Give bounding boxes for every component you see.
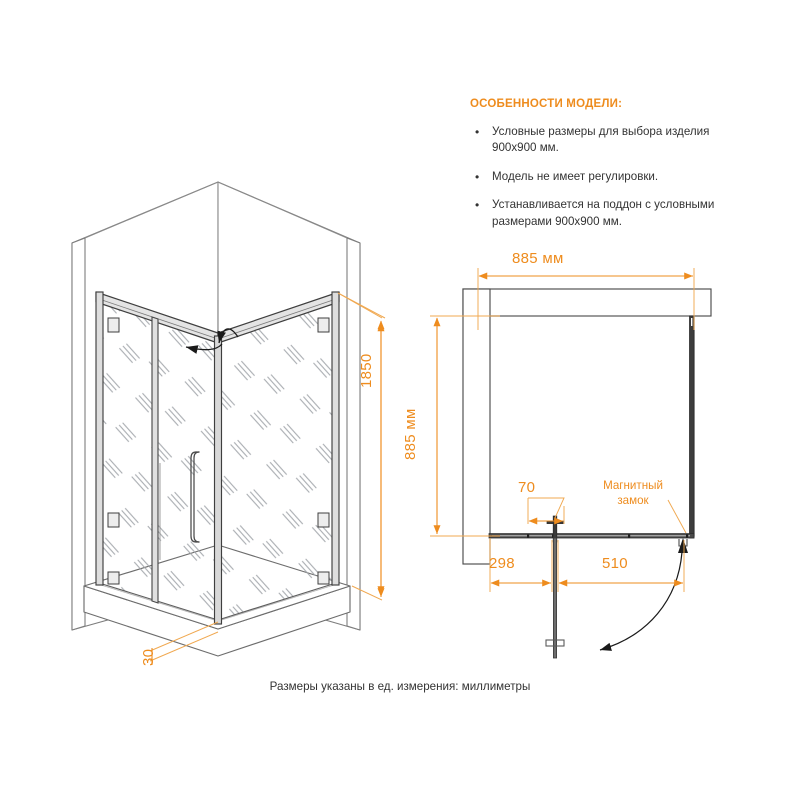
dimension-label-510: 510 [602,555,628,572]
hinge-icon [317,571,330,585]
plan-wall-left [462,288,491,565]
bullet-icon: • [475,198,480,213]
features-list: • Условные размеры для выбора изделия 90… [470,124,720,230]
isometric-enclosure-view [71,181,361,657]
bullet-icon: • [475,125,480,139]
feature-text: Модель не имеет регулировки. [492,169,659,183]
door-swing-arc-origin-arrow [678,538,688,553]
dimension-label-1850: 1850 [358,353,375,388]
plan-view [430,268,712,659]
hinge-icon [317,317,330,333]
hinge-group-left [107,317,120,585]
dimension-510 [557,540,685,592]
plan-door-leaf-open [553,537,558,659]
dimension-298 [489,538,553,592]
feature-item: • Устанавливается на поддон с условными … [470,197,720,230]
hinge-icon [107,512,120,528]
magnetic-lock-label-line1: Магнитный [603,479,663,492]
dimension-70 [527,497,565,525]
profile-left-jamb [95,291,104,586]
dimension-label-30: 30 [140,648,157,666]
features-title: ОСОБЕННОСТИ МОДЕЛИ: [470,98,623,110]
hinge-icon [107,317,120,333]
feature-text: Устанавливается на поддон с условными ра… [492,198,715,228]
dimension-label-298: 298 [489,555,515,572]
feature-text: Условные размеры для выбора изделия 900x… [492,125,710,155]
hinge-group-right [317,317,330,585]
plan-glass-right [689,315,695,539]
magnetic-lock-leader [667,499,687,534]
plan-door-handle [545,639,565,647]
units-caption: Размеры указаны в ед. измерения: миллиме… [269,680,531,693]
dimension-885-vertical [430,315,500,537]
hinge-icon [317,512,330,528]
hinge-icon [107,571,120,585]
features-panel: ОСОБЕННОСТИ МОДЕЛИ: • Условные размеры д… [470,98,720,242]
plan-wall-top [462,288,712,317]
corner-post [213,335,223,625]
vertical-profiles [95,291,340,586]
door-handle-icon [190,451,200,543]
door-stile [151,316,159,604]
wall-top-edges [84,181,348,300]
dimension-label-885-vertical: 885 мм [402,408,419,460]
dimension-label-70: 70 [518,479,536,496]
feature-item: • Модель не имеет регулировки. [470,169,720,185]
bullet-icon: • [475,169,480,184]
dimension-885-horizontal [477,268,695,330]
dimension-30 [149,621,219,665]
door-swing-arrow-3d [185,328,239,354]
profile-right-jamb [331,291,340,586]
magnetic-lock-label: Магнитный замок [578,478,688,509]
door-swing-arc [599,551,683,651]
feature-item: • Условные размеры для выбора изделия 90… [470,124,720,157]
dimension-label-885-horizontal: 885 мм [512,250,564,267]
magnetic-lock-label-line2: замок [617,494,649,508]
